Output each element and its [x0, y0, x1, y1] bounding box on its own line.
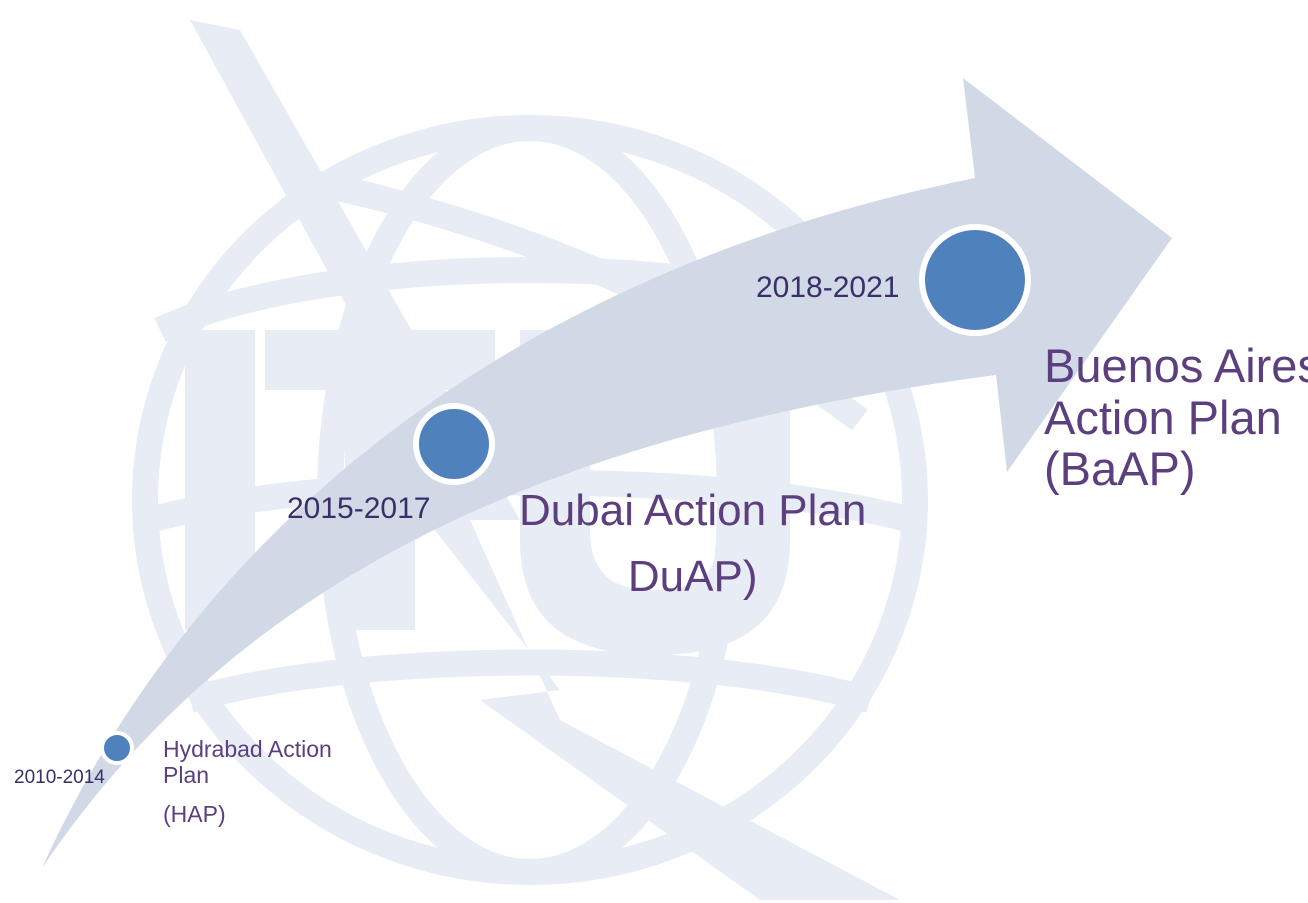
- milestone-marker-2010: [100, 731, 134, 765]
- plan-line: DuAP): [627, 552, 758, 602]
- lightning-icon: [190, 20, 900, 900]
- plan-line: Hydrabad Action: [163, 736, 332, 762]
- milestone-years-2018: 2018-2021: [756, 271, 900, 304]
- milestone-plan-duap: Dubai Action Plan DuAP): [519, 486, 867, 602]
- plan-line: Plan: [163, 762, 210, 789]
- plan-line: (HAP): [163, 800, 226, 827]
- milestone-plan-baap: Buenos Aires Action Plan (BaAP): [1044, 340, 1308, 495]
- milestone-marker-2018: [919, 224, 1031, 336]
- milestone-marker-2015: [413, 403, 495, 485]
- milestone-years-2015: 2015-2017: [287, 492, 431, 525]
- plan-line: Action Plan: [1044, 390, 1282, 444]
- plan-line: (BaAP): [1044, 442, 1196, 496]
- plan-line: Dubai Action Plan: [519, 486, 867, 535]
- plan-line: Buenos Aires: [1044, 339, 1308, 392]
- milestone-plan-hap: Hydrabad Action Plan (HAP): [163, 736, 332, 827]
- milestone-years-2010: 2010-2014: [14, 767, 105, 788]
